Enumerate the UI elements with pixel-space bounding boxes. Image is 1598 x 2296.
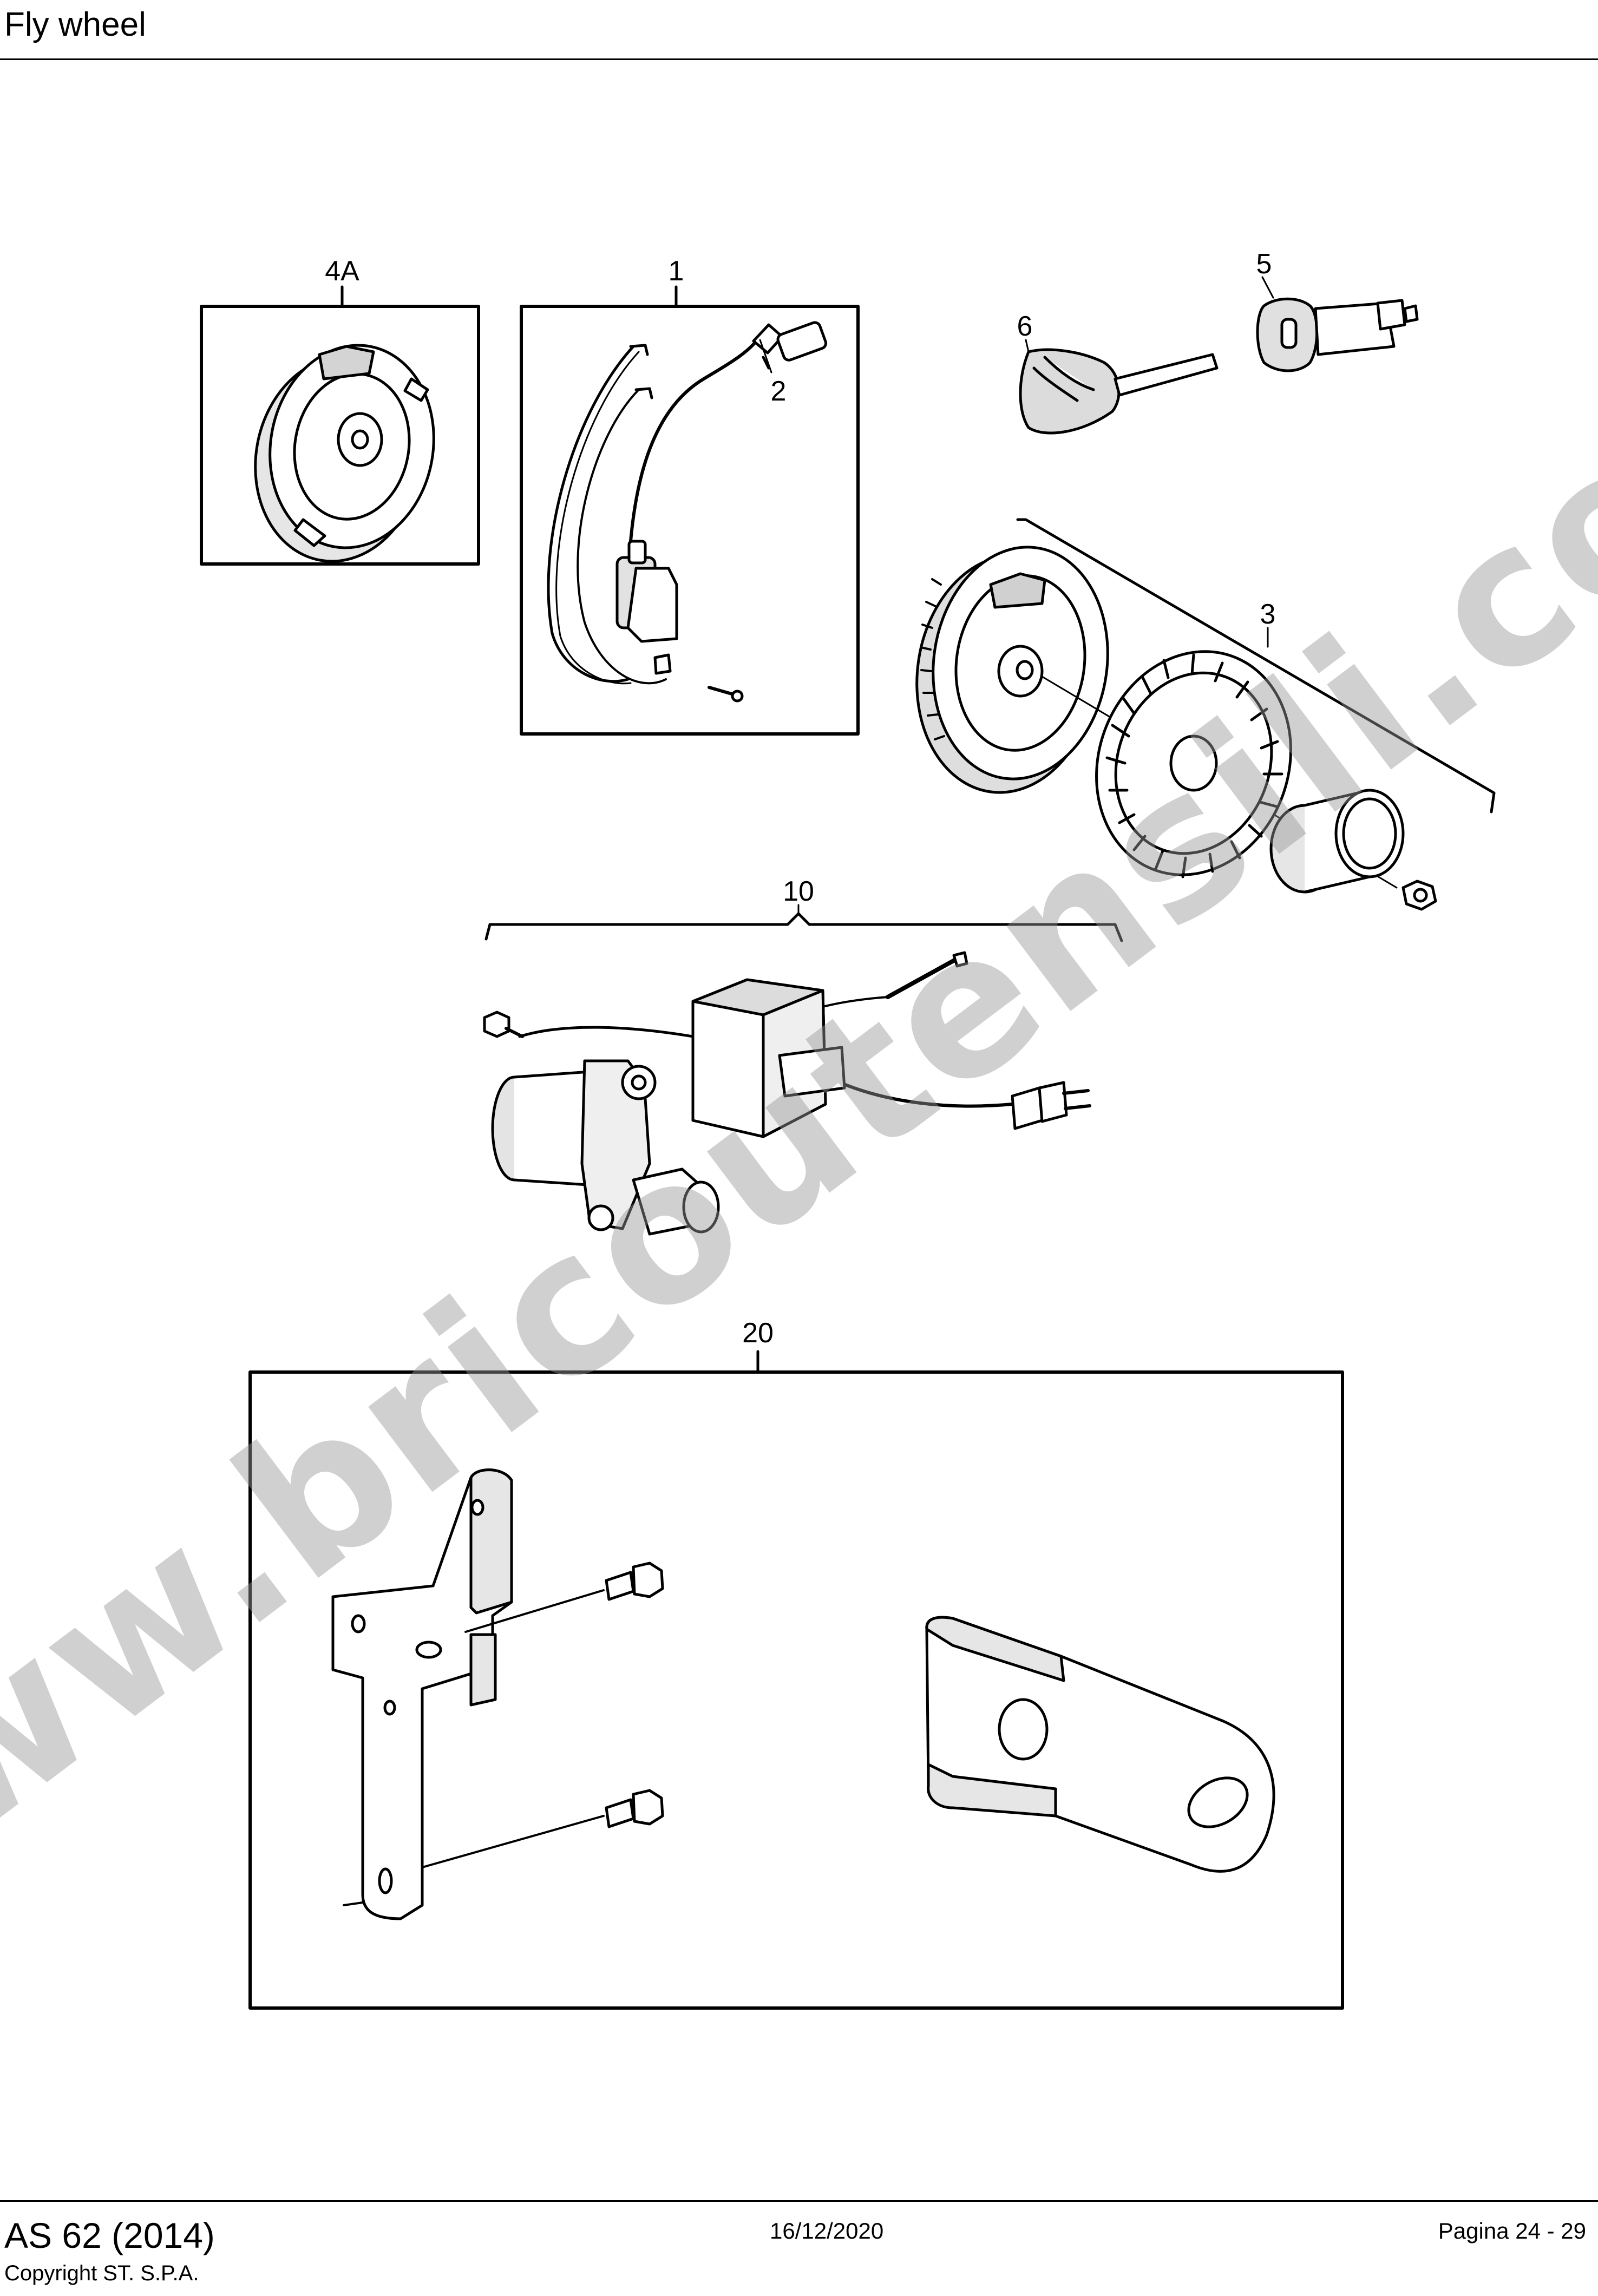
callout-5: 5	[1256, 248, 1272, 280]
part-5-ignition-switch	[1256, 276, 1419, 372]
part-10-brace	[484, 912, 1123, 942]
header-divider	[0, 58, 1598, 60]
part-1-frame	[520, 305, 860, 736]
footer-model: AS 62 (2014)	[4, 2215, 215, 2255]
callout-10: 10	[783, 876, 814, 907]
callout-20: 20	[742, 1317, 774, 1349]
callout-1: 1	[669, 255, 684, 287]
footer-copyright: Copyright ST. S.P.A.	[4, 2261, 199, 2285]
callout-2: 2	[771, 376, 787, 407]
callout-3: 3	[1260, 599, 1276, 630]
footer-date: 16/12/2020	[770, 2218, 884, 2243]
footer-page-number: Pagina 24 - 29	[1438, 2218, 1586, 2243]
part-3-bracket	[1016, 518, 1496, 814]
part-6-key	[1019, 339, 1219, 435]
callout-4a: 4A	[325, 255, 359, 287]
callout-6: 6	[1017, 311, 1033, 342]
part-3-flywheel-assembly	[915, 518, 1496, 911]
part-1-ignition-coil	[520, 285, 860, 736]
page-title: Fly wheel	[4, 6, 146, 43]
part-10-starter-kit	[483, 904, 1123, 1236]
part-4a-frame	[200, 305, 480, 566]
part-20-frame	[248, 1370, 1344, 2010]
footer-divider	[0, 2200, 1598, 2202]
part-4a-flywheel	[200, 285, 480, 566]
part-20-bracket-kit	[248, 1350, 1344, 2010]
